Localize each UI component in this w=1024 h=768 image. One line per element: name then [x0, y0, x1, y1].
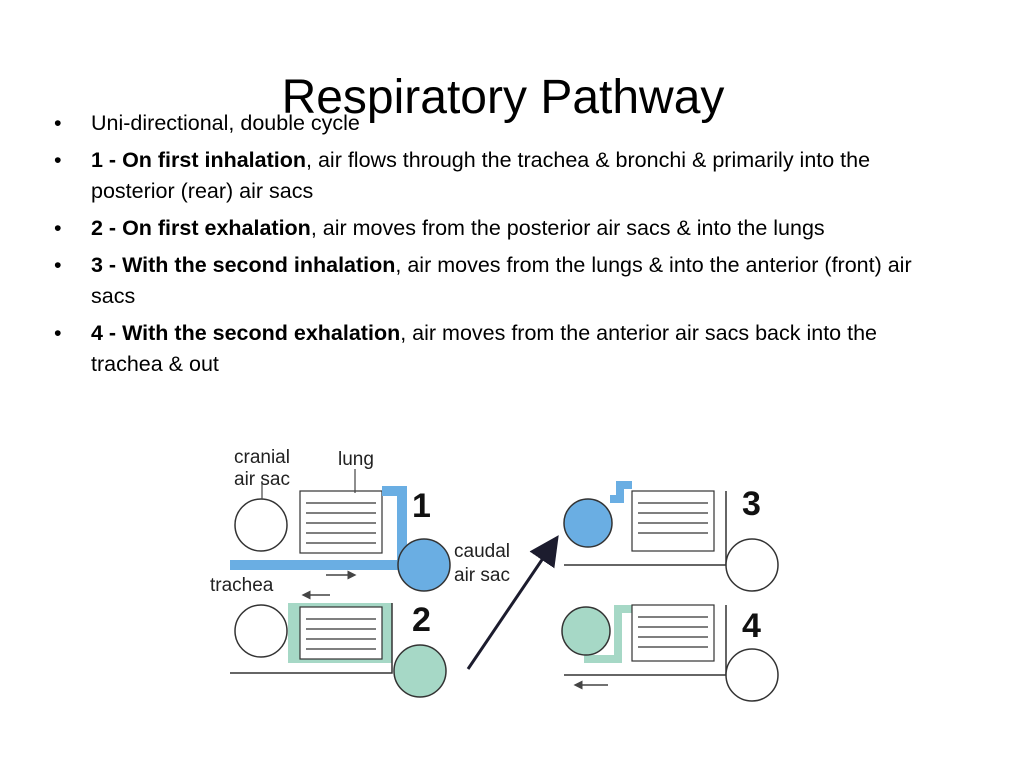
bullet-bold-text: 1 - On first inhalation: [91, 148, 307, 172]
label-cranial: cranial: [234, 447, 290, 468]
panel-4: 4: [561, 604, 779, 702]
bullet-text: , air moves from the posterior air sacs …: [310, 216, 825, 240]
bullet-marker: •: [54, 148, 62, 172]
bullet-item: • 4 - With the second exhalation, air mov…: [54, 318, 954, 380]
cranial-air-sac-1: [234, 498, 288, 552]
label-caudal: caudal: [454, 541, 510, 562]
cranial-air-sac-2: [234, 604, 288, 658]
label-lung: lung: [338, 449, 374, 470]
bullet-item: • Uni-directional, double cycle: [54, 108, 954, 139]
caudal-air-sac-2: [393, 644, 447, 698]
lung-4: [631, 604, 715, 662]
label-caudal-air-sac: air sac: [454, 565, 510, 586]
bullet-item: • 3 - With the second inhalation, air mov…: [54, 250, 954, 312]
label-cranial-air-sac: air sac: [234, 469, 290, 490]
cranial-air-sac-4: [561, 606, 611, 656]
lung-1: [299, 490, 383, 554]
airway-outline-2: [230, 603, 393, 674]
bullet-marker: •: [54, 111, 62, 135]
bullet-item: • 2 - On first exhalation, air moves from…: [54, 213, 954, 244]
airflow-path-1: [230, 486, 407, 570]
bullet-bold-text: 2 - On first exhalation: [91, 216, 311, 240]
panel-number-1: 1: [412, 487, 431, 525]
airflow-path-3: [610, 481, 632, 503]
panel-number-4: 4: [742, 607, 761, 645]
bullet-bold-text: 3 - With the second inhalation: [91, 253, 396, 277]
bullet-item: • 1 - On first inhalation, air flows thro…: [54, 145, 954, 207]
bullet-text: , air moves from the anterior air sacs b…: [91, 321, 877, 376]
bullet-marker: •: [54, 321, 62, 345]
cranial-air-sac-3: [563, 498, 613, 548]
caudal-air-sac-3: [725, 538, 779, 592]
airflow-path-4: [584, 605, 632, 663]
bullet-bold-text: 4 - With the second exhalation: [91, 321, 401, 345]
bullet-marker: •: [54, 216, 62, 240]
lung-3: [631, 490, 715, 552]
lung-2: [299, 606, 383, 660]
respiratory-diagram: 1 2 cranial air sac lung caudal air sac …: [206, 441, 810, 727]
bullet-text: , air flows through the trachea & bronch…: [91, 148, 871, 203]
caudal-air-sac-1: [397, 538, 451, 592]
panel-3: 3: [563, 481, 779, 592]
caudal-air-sac-4: [725, 648, 779, 702]
label-trachea: trachea: [210, 575, 274, 596]
slide-title: Respiratory Pathway: [281, 71, 725, 125]
panel-1: 1: [230, 469, 451, 592]
sequence-arrow: [466, 535, 559, 670]
panel-number-2: 2: [412, 601, 431, 639]
diagram-svg: 1 2 cranial air sac lung caudal air sac …: [210, 447, 779, 702]
bullet-text: Uni-directional, double cycle: [91, 111, 360, 135]
bullet-text: , air moves from the lungs & into the an…: [91, 253, 912, 308]
panel-2: 2: [230, 590, 447, 698]
panel-number-3: 3: [742, 485, 761, 523]
bullet-list: • Uni-directional, double cycle • 1 - On f…: [54, 108, 954, 386]
bullet-marker: •: [54, 253, 62, 277]
